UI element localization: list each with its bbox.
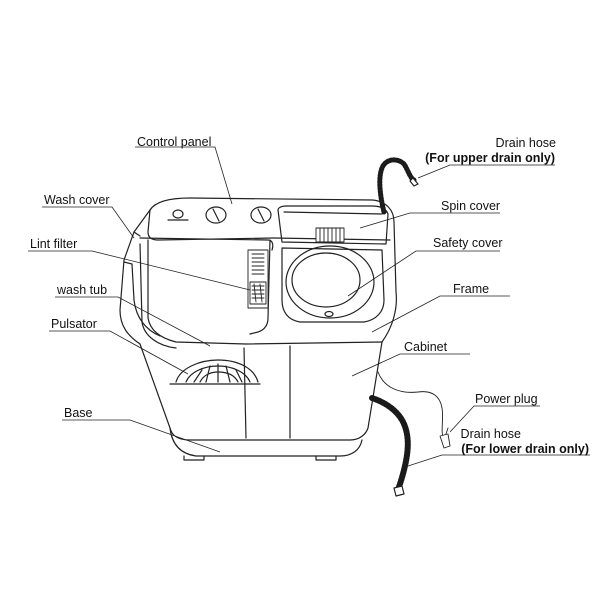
leader-upper-drain-hose: [417, 164, 555, 179]
leader-spin-cover: [359, 212, 500, 229]
label-control-panel: Control panel: [137, 135, 212, 149]
label-drain-hose-upper-note: (For upper drain only): [425, 151, 555, 165]
lint-filter-shape: [247, 249, 269, 309]
leader-base: [62, 419, 221, 453]
label-pulsator: Pulsator: [51, 317, 97, 331]
label-safety-cover: Safety cover: [433, 236, 503, 250]
label-cabinet: Cabinet: [404, 340, 448, 354]
label-power-plug: Power plug: [475, 392, 538, 406]
machine-body: [119, 197, 397, 461]
leader-cabinet: [351, 353, 470, 377]
label-wash-cover: Wash cover: [44, 193, 110, 207]
leader-frame: [371, 295, 510, 333]
label-base: Base: [64, 406, 93, 420]
label-drain-hose-lower-note: (For lower drain only): [461, 442, 589, 456]
leader-wash-tub: [55, 296, 211, 347]
label-drain-hose-lower: Drain hose: [460, 427, 521, 441]
leader-power-plug: [449, 405, 540, 433]
label-wash-tub: wash tub: [57, 283, 108, 297]
label-frame: Frame: [453, 282, 490, 296]
leader-lint-filter: [28, 250, 251, 291]
spin-tub-shape: [281, 245, 385, 323]
label-lint-filter: Lint filter: [30, 237, 78, 251]
leader-lower-drain-hose: [407, 454, 590, 467]
leader-pulsator: [49, 330, 189, 375]
power-cord: [377, 371, 451, 449]
leader-control-panel: [135, 146, 233, 205]
leader-wash-cover: [42, 206, 135, 239]
control-knobs: [167, 206, 272, 224]
upper-drain-hose: [377, 157, 419, 215]
spin-cover-shape: [277, 205, 389, 245]
label-spin-cover: Spin cover: [441, 199, 501, 213]
pulsator-shape: [169, 359, 261, 385]
leader-safety-cover: [347, 250, 500, 297]
lower-drain-hose: [369, 395, 411, 497]
label-drain-hose-upper: Drain hose: [495, 136, 556, 150]
